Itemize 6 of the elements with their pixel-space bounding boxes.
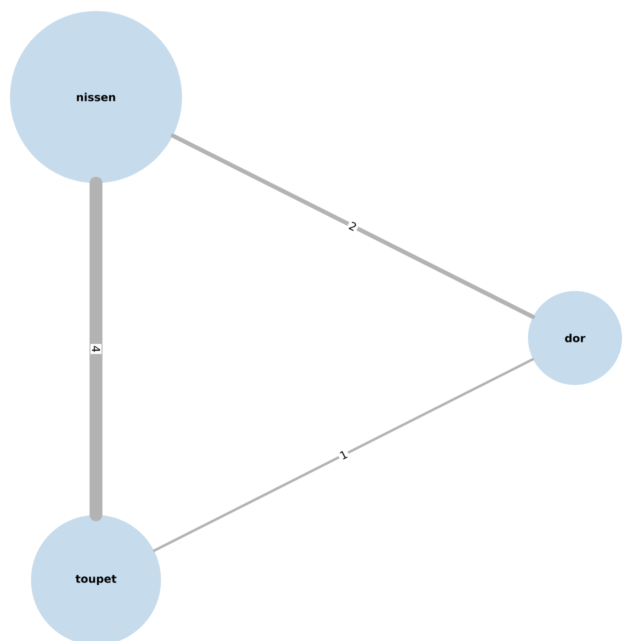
edge-line [152,358,534,552]
edge-label: 4 [90,344,102,354]
edge-line [170,134,535,319]
edge-label: 1 [336,448,350,462]
edge-label: 2 [346,219,360,234]
edge-line [90,176,102,522]
